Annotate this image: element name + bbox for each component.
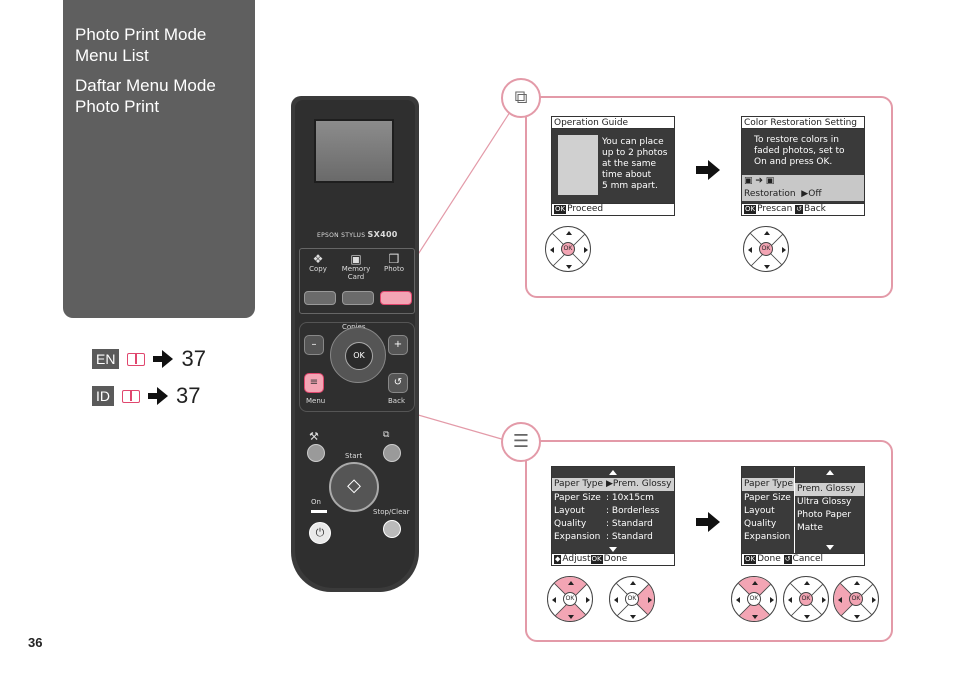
dpad-left-diagram: OK xyxy=(833,576,879,622)
restore-preview-icon: ▣ ➔ ▣ xyxy=(744,176,775,186)
zoom-icon: ⧉ xyxy=(383,430,390,440)
menu-frame: Paper Type▶Prem. Glossy Paper Size: 10x1… xyxy=(525,440,893,642)
scroll-up-icon xyxy=(609,470,617,475)
setting-row[interactable]: Paper Type▶Prem. Glossy xyxy=(552,478,674,491)
copy-icon: ❖ xyxy=(312,252,324,266)
setting-row: Paper Size xyxy=(744,493,791,503)
page-number: 36 xyxy=(28,635,43,650)
dpad-updown-diagram: OK xyxy=(731,576,777,622)
photo-placement-illustration xyxy=(558,135,598,195)
menu-label: Menu xyxy=(306,397,326,405)
on-label: On xyxy=(311,498,321,506)
lcd-screen xyxy=(314,119,394,183)
xref-en[interactable]: EN 37 xyxy=(92,346,206,371)
setting-row: Layout xyxy=(744,506,775,516)
photo-mode-icon: ⧉ xyxy=(501,78,541,118)
menu-button[interactable]: ≡ xyxy=(304,373,324,393)
page-ref: 37 xyxy=(176,383,201,408)
next-step-arrow-icon xyxy=(696,160,720,180)
settings-screen: Paper Type▶Prem. Glossy Paper Size: 10x1… xyxy=(551,466,675,566)
memory-card-icon: ▣ xyxy=(350,252,362,266)
section-header: Photo Print Mode Menu List Daftar Menu M… xyxy=(63,0,255,318)
next-step-arrow-icon xyxy=(696,512,720,532)
setting-row: Quality xyxy=(744,519,777,529)
page-ref: 37 xyxy=(181,346,206,371)
book-icon xyxy=(127,352,146,366)
restore-text: To restore colors in faded photos, set t… xyxy=(754,135,845,167)
photo-mode-frame: Operation Guide You can place up to 2 ph… xyxy=(525,96,893,298)
scroll-up-icon xyxy=(825,470,834,475)
mode-memory-card: ▣Memory Card xyxy=(338,252,374,281)
title-en: Photo Print Mode Menu List xyxy=(75,25,207,65)
brand-label: EPSON STYLUS SX400 xyxy=(317,230,398,239)
dpad-right-diagram: OK xyxy=(609,576,655,622)
back-label: Back xyxy=(388,397,405,405)
memory-card-button[interactable] xyxy=(342,291,374,305)
dpad-updown-diagram: OK xyxy=(547,576,593,622)
guide-text: You can place up to 2 photos at the same… xyxy=(602,137,668,191)
screen-title: Color Restoration Setting xyxy=(742,117,864,129)
navigation-pad: Copies OK – + ≡ ↺ Menu Back xyxy=(299,322,415,412)
dpad-ok-diagram: OK xyxy=(743,226,789,272)
mode-copy: ❖Copy xyxy=(300,252,336,273)
option-item[interactable]: Ultra Glossy xyxy=(797,497,852,507)
copy-button[interactable] xyxy=(304,291,336,305)
ok-button[interactable]: OK xyxy=(345,342,373,370)
xref-id[interactable]: ID 37 xyxy=(92,383,201,408)
lang-badge: EN xyxy=(92,349,120,369)
scroll-down-icon xyxy=(609,547,617,552)
start-label: Start xyxy=(345,452,363,460)
power-button[interactable]: ⏻ xyxy=(309,522,331,544)
menu-icon: ☰ xyxy=(501,422,541,462)
photo-icon: ❒ xyxy=(388,252,400,266)
stop-label: Stop/Clear xyxy=(373,508,410,516)
paper-type-screen: Paper Type Paper Size Layout Quality Exp… xyxy=(741,466,865,566)
book-icon xyxy=(122,389,140,403)
mode-photo: ❒Photo xyxy=(376,252,412,273)
screen-title: Operation Guide xyxy=(552,117,674,129)
setting-row[interactable]: Paper Size: 10x15cm xyxy=(554,493,654,503)
setup-button[interactable] xyxy=(307,444,325,462)
photo-button[interactable] xyxy=(380,291,412,305)
mode-buttons: ❖Copy ▣Memory Card ❒Photo xyxy=(299,248,415,314)
back-button[interactable]: ↺ xyxy=(388,373,408,393)
setting-row: Expansion xyxy=(744,532,791,542)
setting-row[interactable]: Quality: Standard xyxy=(554,519,653,529)
arrow-pad[interactable]: OK xyxy=(330,327,386,383)
power-led xyxy=(311,510,327,513)
title-id: Daftar Menu Mode Photo Print xyxy=(75,76,216,116)
option-item[interactable]: Prem. Glossy xyxy=(795,483,864,496)
dpad-ok-diagram: OK xyxy=(545,226,591,272)
display-button[interactable] xyxy=(383,444,401,462)
plus-button[interactable]: + xyxy=(388,335,408,355)
stop-button[interactable] xyxy=(383,520,401,538)
restoration-setting: ▣ ➔ ▣ Restoration ▶Off xyxy=(742,175,864,201)
control-panel: EPSON STYLUS SX400 ❖Copy ▣Memory Card ❒P… xyxy=(291,96,419,592)
option-item[interactable]: Matte xyxy=(797,523,823,533)
paper-type-options: Prem. Glossy Ultra Glossy Photo Paper Ma… xyxy=(794,467,864,555)
start-button[interactable]: ◇ xyxy=(329,462,379,512)
arrow-right-icon xyxy=(153,350,174,368)
arrow-right-icon xyxy=(148,387,168,405)
minus-button[interactable]: – xyxy=(304,335,324,355)
option-item[interactable]: Photo Paper xyxy=(797,510,852,520)
setting-row[interactable]: Layout: Borderless xyxy=(554,506,660,516)
setting-row[interactable]: Expansion: Standard xyxy=(554,532,653,542)
setup-icon: ⚒ xyxy=(309,430,319,443)
operation-guide-screen: Operation Guide You can place up to 2 ph… xyxy=(551,116,675,216)
lang-badge: ID xyxy=(92,386,114,406)
color-restoration-screen: Color Restoration Setting To restore col… xyxy=(741,116,865,216)
dpad-ok-diagram: OK xyxy=(783,576,829,622)
scroll-down-icon xyxy=(825,545,834,550)
